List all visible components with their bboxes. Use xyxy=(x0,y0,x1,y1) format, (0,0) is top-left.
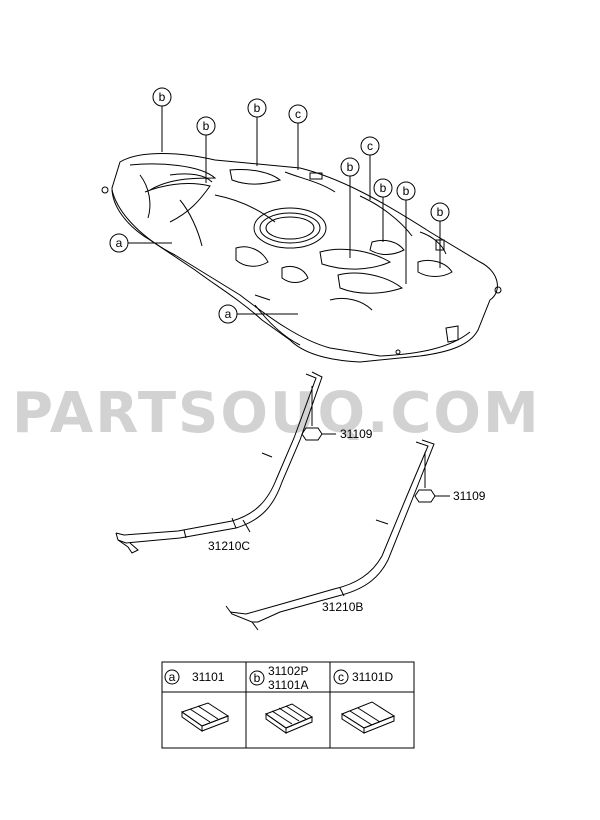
callout-b-4: b xyxy=(340,157,360,258)
callout-c-1: c xyxy=(288,104,308,170)
callout-b-7: b xyxy=(430,202,450,268)
svg-text:a: a xyxy=(116,236,123,250)
svg-text:b: b xyxy=(403,184,410,198)
svg-text:b: b xyxy=(203,119,210,133)
pad-a-icon xyxy=(180,702,230,732)
label-31109-lower: 31109 xyxy=(453,489,486,503)
callout-b-6: b xyxy=(396,181,416,284)
pad-b-icon xyxy=(264,703,314,734)
label-31210b: 31210B xyxy=(322,600,363,614)
callout-a-2: a xyxy=(218,304,298,324)
callout-a-1: a xyxy=(109,233,172,253)
legend-part-a: 31101 xyxy=(192,670,225,684)
svg-text:c: c xyxy=(367,139,373,153)
svg-text:c: c xyxy=(338,670,344,684)
watermark: PARTSOUQ.COM xyxy=(12,381,541,446)
legend-col-a: a 31101 xyxy=(164,669,230,732)
legend-col-c: c 31101D xyxy=(333,669,396,734)
label-31210c: 31210C xyxy=(208,539,250,553)
svg-text:a: a xyxy=(169,670,176,684)
callout-c-2: c xyxy=(360,136,380,200)
legend-part-b-2: 31101A xyxy=(268,678,308,692)
nut-31109-lower: 31109 xyxy=(414,452,486,503)
label-31109-upper: 31109 xyxy=(340,427,373,441)
callout-b-2: b xyxy=(196,116,216,183)
strap-31210b: 31210B xyxy=(225,439,435,631)
legend-part-b-1: 31102P xyxy=(268,664,308,678)
svg-text:b: b xyxy=(159,90,166,104)
svg-text:a: a xyxy=(225,307,232,321)
svg-text:b: b xyxy=(254,101,261,115)
svg-text:b: b xyxy=(347,160,354,174)
callout-b-3: b xyxy=(247,98,267,166)
svg-text:b: b xyxy=(437,205,444,219)
nut-31109-upper: 31109 xyxy=(301,386,373,441)
callout-b-1: b xyxy=(152,87,172,152)
pad-c-icon xyxy=(340,701,396,734)
callout-b-5: b xyxy=(373,178,393,242)
legend-part-c: 31101D xyxy=(352,670,393,684)
strap-31210c: 31210C xyxy=(115,371,323,554)
svg-text:c: c xyxy=(295,107,301,121)
svg-text:b: b xyxy=(254,671,261,685)
legend-table: a 31101 b 31102P 31101A xyxy=(161,661,415,749)
svg-text:b: b xyxy=(380,181,387,195)
legend-col-b: b 31102P 31101A xyxy=(249,664,314,734)
fuel-tank xyxy=(101,153,502,363)
